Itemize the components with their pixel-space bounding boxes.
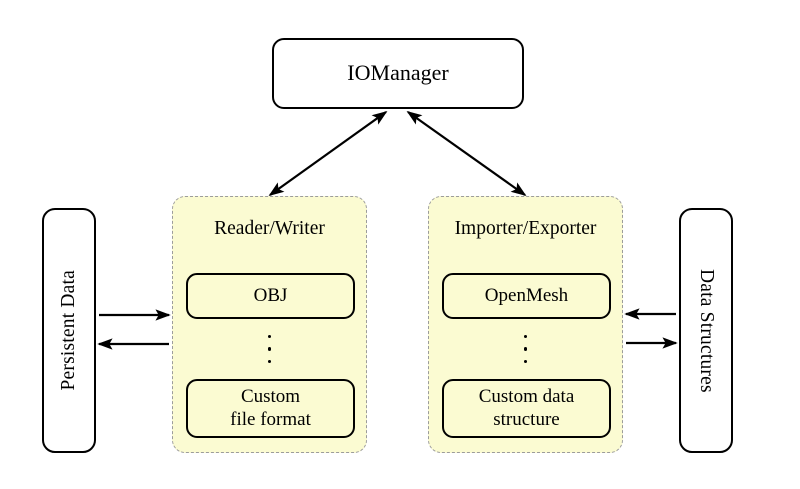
importer-exporter-item-custom-data-structure[interactable]: Custom data structure xyxy=(442,379,611,438)
reader-writer-item-obj-label: OBJ xyxy=(253,284,288,306)
arrow-manager-to-reader-writer xyxy=(268,110,388,197)
importer-exporter-ellipsis-icon xyxy=(429,335,622,363)
persistent-data-node[interactable]: Persistent Data xyxy=(42,208,96,453)
custom-data-structure-line-2: structure xyxy=(493,408,560,430)
iomanager-node[interactable]: IOManager xyxy=(272,38,524,109)
importer-exporter-item-openmesh-label: OpenMesh xyxy=(484,284,569,306)
data-structures-label: Data Structures xyxy=(695,268,717,393)
reader-writer-group-title: Reader/Writer xyxy=(214,218,325,239)
iomanager-label: IOManager xyxy=(347,60,449,86)
reader-writer-item-obj[interactable]: OBJ xyxy=(186,273,355,319)
arrow-manager-to-importer-exporter xyxy=(406,110,527,197)
importer-exporter-group-title: Importer/Exporter xyxy=(454,218,597,239)
importer-exporter-item-openmesh[interactable]: OpenMesh xyxy=(442,273,611,319)
persistent-data-label: Persistent Data xyxy=(58,270,80,391)
custom-file-format-line-1: Custom xyxy=(240,386,301,408)
custom-data-structure-line-1: Custom data xyxy=(478,386,575,408)
reader-writer-item-custom-file-format[interactable]: Custom file format xyxy=(186,379,355,438)
reader-writer-ellipsis-icon xyxy=(173,335,366,363)
custom-file-format-line-2: file format xyxy=(230,408,311,430)
importer-exporter-item-custom-data-structure-label: Custom data structure xyxy=(479,386,575,431)
reader-writer-item-custom-file-format-label: Custom file format xyxy=(230,386,311,431)
reader-writer-group[interactable]: Reader/Writer OBJ Custom file format xyxy=(172,196,367,453)
data-structures-node[interactable]: Data Structures xyxy=(679,208,733,453)
importer-exporter-group[interactable]: Importer/Exporter OpenMesh Custom data s… xyxy=(428,196,623,453)
